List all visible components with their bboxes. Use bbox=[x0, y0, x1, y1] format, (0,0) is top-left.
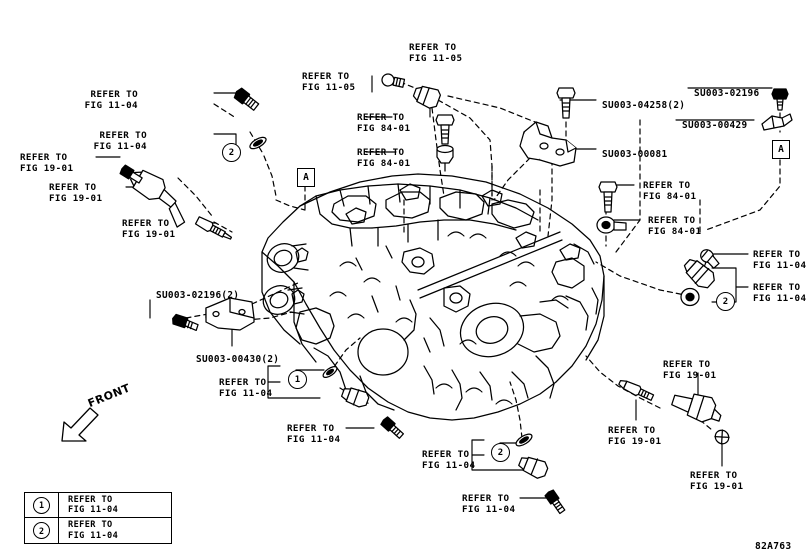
part-number-p4: SU003-00429 bbox=[682, 120, 748, 131]
sensor-mount-bosses bbox=[345, 183, 581, 261]
callout-c02: REFER TO FIG 11-04 bbox=[93, 130, 147, 153]
callout-c08: REFER TO FIG 84-01 bbox=[357, 112, 411, 135]
assembly-dashed-lines bbox=[177, 81, 781, 479]
ref-box-a2: A bbox=[772, 140, 790, 159]
intake-manifold-ports bbox=[331, 191, 535, 229]
ref-box-a1: A bbox=[297, 168, 315, 187]
legend-line2-2: FIG 11-04 bbox=[68, 530, 119, 541]
callout-c19: REFER TO FIG 19-01 bbox=[608, 425, 662, 448]
callout-c09: REFER TO FIG 84-01 bbox=[357, 147, 411, 170]
legend-box: 1 REFER TO FIG 11-04 2 REFER TO FIG 11-0… bbox=[24, 492, 172, 544]
callout-c10: REFER TO FIG 84-01 bbox=[643, 180, 697, 203]
fasteners bbox=[119, 73, 793, 515]
callout-c01: REFER TO FIG 11-04 bbox=[84, 89, 138, 112]
block-lower-left bbox=[295, 307, 409, 411]
callout-c14: REFER TO FIG 11-04 bbox=[219, 377, 273, 400]
callout-c11: REFER TO FIG 84-01 bbox=[648, 215, 702, 238]
circle-marker-m2: 2 bbox=[716, 292, 735, 311]
legend-marker-1: 1 bbox=[33, 496, 50, 514]
block-center-detail bbox=[355, 245, 471, 353]
callout-c15: REFER TO FIG 11-04 bbox=[287, 423, 341, 446]
water-pump-region bbox=[459, 299, 569, 358]
circle-marker-m1: 2 bbox=[222, 143, 241, 162]
callout-c16: REFER TO FIG 11-04 bbox=[422, 449, 476, 472]
front-arrow bbox=[61, 407, 99, 442]
part-number-p6: SU003-00430(2) bbox=[196, 354, 280, 365]
callout-c03: REFER TO FIG 19-01 bbox=[20, 152, 74, 175]
bracket-su003-00081 bbox=[519, 121, 577, 167]
legend-line2-1: FIG 11-04 bbox=[68, 505, 119, 515]
callout-c13: REFER TO FIG 11-04 bbox=[753, 282, 807, 305]
legend-text-cell-2: REFER TO FIG 11-04 bbox=[59, 518, 171, 543]
casting-ribs bbox=[329, 231, 569, 405]
callout-c06: REFER TO FIG 11-05 bbox=[302, 71, 356, 94]
circle-marker-m3: 1 bbox=[288, 370, 307, 389]
legend-marker-cell-2: 2 bbox=[25, 518, 59, 543]
callout-c17: REFER TO FIG 11-04 bbox=[462, 493, 516, 516]
legend-line1-1: REFER TO bbox=[68, 494, 113, 505]
legend-row-2: 2 REFER TO FIG 11-04 bbox=[25, 518, 171, 543]
part-number-p3: SU003-02196 bbox=[694, 88, 760, 99]
leader-lines bbox=[95, 75, 773, 499]
camshaft-end-bosses bbox=[262, 243, 309, 315]
legend-row-1: 1 REFER TO FIG 11-04 bbox=[25, 493, 171, 518]
legend-marker-2: 2 bbox=[33, 522, 50, 539]
diagram-code: 82A763 bbox=[755, 541, 792, 552]
legend-marker-cell-1: 1 bbox=[25, 493, 59, 517]
part-number-p2: SU003-00081 bbox=[602, 149, 668, 160]
callout-c05: REFER TO FIG 19-01 bbox=[122, 218, 176, 241]
callout-c20: REFER TO FIG 19-01 bbox=[690, 470, 744, 493]
block-rail bbox=[417, 231, 563, 299]
legend-line1-2: REFER TO bbox=[68, 520, 113, 531]
callout-c07: REFER TO FIG 11-05 bbox=[409, 42, 463, 65]
block-right-detail bbox=[423, 243, 599, 411]
callout-c12: REFER TO FIG 11-04 bbox=[753, 249, 807, 272]
legend-text-cell-1: REFER TO FIG 11-04 bbox=[59, 493, 171, 517]
bracket-su003-00430 bbox=[205, 297, 255, 331]
part-number-p1: SU003-04258(2) bbox=[602, 100, 686, 111]
circle-marker-m4: 2 bbox=[491, 443, 510, 462]
part-number-p5: SU003-02196(2) bbox=[156, 290, 240, 301]
callout-c18: REFER TO FIG 19-01 bbox=[663, 359, 717, 382]
callout-c04: REFER TO FIG 19-01 bbox=[49, 182, 103, 205]
